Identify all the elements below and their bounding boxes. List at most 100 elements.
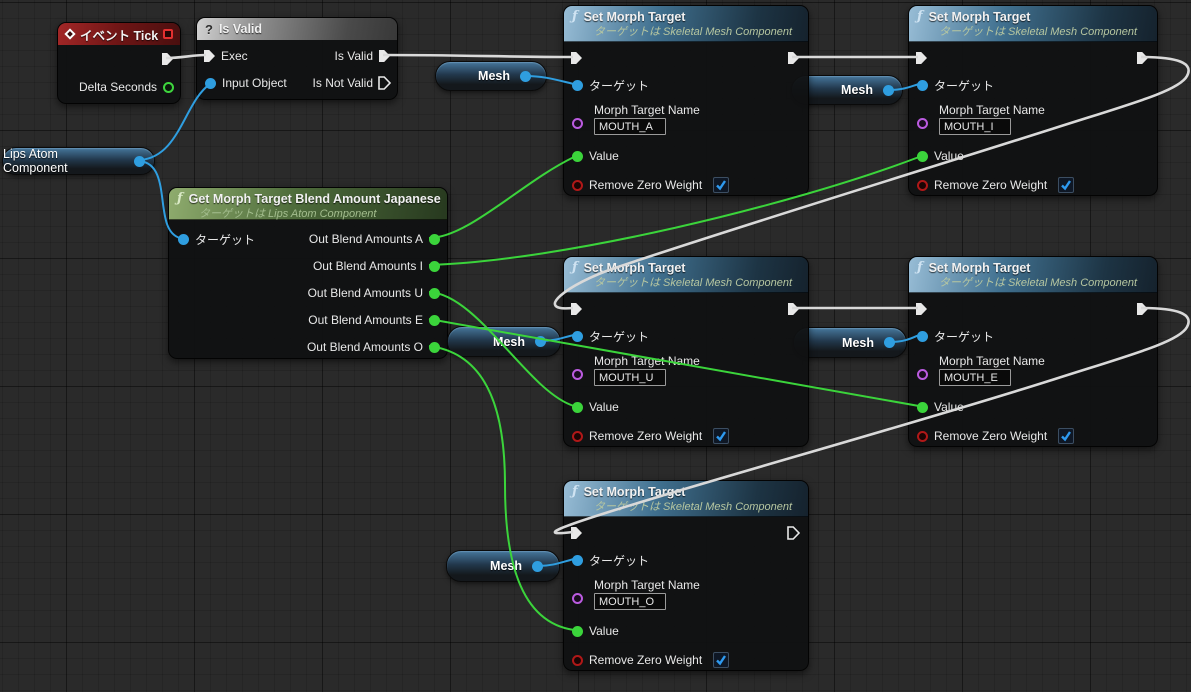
exec-output-pin[interactable] <box>161 52 174 66</box>
morph-target-name-field[interactable] <box>594 593 666 610</box>
value-input-pin[interactable] <box>572 401 583 413</box>
morph-target-name-pin[interactable] <box>917 369 928 380</box>
remove-zero-weight-pin[interactable] <box>572 654 583 666</box>
exec-output-pin[interactable] <box>1136 302 1149 316</box>
remove-zero-weight-pin[interactable] <box>572 179 583 191</box>
morph-target-name-field[interactable] <box>594 369 666 386</box>
is-not-valid-exec-output-pin[interactable] <box>378 76 391 90</box>
remove-zero-weight-checkbox[interactable] <box>713 177 730 193</box>
out-blend-a-pin[interactable] <box>429 233 440 245</box>
object-output-pin[interactable] <box>520 70 531 82</box>
remove-zero-weight-checkbox[interactable] <box>1058 177 1075 193</box>
value-input-pin[interactable] <box>572 150 583 162</box>
target-input-pin[interactable] <box>178 233 189 245</box>
function-icon: ƒ <box>572 484 578 499</box>
object-output-pin[interactable] <box>535 336 546 347</box>
node-event-tick[interactable]: イベント Tick Delta Seconds <box>57 22 181 104</box>
variable-node-lips-atom-component[interactable]: Lips Atom Component <box>2 147 155 175</box>
object-output-pin[interactable] <box>532 560 543 572</box>
exec-output-pin[interactable] <box>787 51 800 65</box>
exec-input-pin[interactable] <box>570 51 583 65</box>
exec-input-pin[interactable] <box>203 49 216 63</box>
remove-zero-weight-label: Remove Zero Weight <box>934 178 1048 192</box>
out-blend-e-pin[interactable] <box>429 314 440 326</box>
object-output-pin[interactable] <box>134 155 145 167</box>
function-icon: ƒ <box>572 9 578 24</box>
out-blend-o-pin[interactable] <box>429 341 440 353</box>
morph-target-name-field[interactable] <box>594 118 666 135</box>
object-output-pin[interactable] <box>884 337 895 348</box>
morph-target-name-pin[interactable] <box>917 118 928 129</box>
node-title: Set Morph Target <box>928 260 1031 275</box>
value-label: Value <box>589 624 619 638</box>
node-header[interactable]: ? Is Valid <box>197 18 397 40</box>
object-output-pin[interactable] <box>883 84 894 96</box>
value-input-pin[interactable] <box>917 150 928 162</box>
value-input-pin[interactable] <box>572 625 583 637</box>
variable-node-mesh-3[interactable]: Mesh <box>447 326 561 357</box>
exec-input-pin[interactable] <box>570 302 583 316</box>
node-subtitle: ターゲットは Skeletal Mesh Component <box>594 501 793 513</box>
target-input-pin[interactable] <box>572 79 583 91</box>
target-input-pin[interactable] <box>917 79 928 91</box>
exec-output-pin[interactable] <box>787 302 800 316</box>
morph-target-name-label: Morph Target Name <box>939 103 1045 117</box>
is-valid-out-label: Is Valid <box>334 49 373 63</box>
exec-output-pin[interactable] <box>1136 51 1149 65</box>
node-is-valid[interactable]: ? Is Valid Exec Is Valid Input Object Is… <box>196 17 398 100</box>
remove-zero-weight-checkbox[interactable] <box>1058 428 1075 444</box>
remove-zero-weight-pin[interactable] <box>572 430 583 442</box>
input-object-pin[interactable] <box>205 77 216 89</box>
node-header[interactable]: ƒ Get Morph Target Blend Amount Japanese… <box>169 188 447 220</box>
delta-seconds-pin[interactable] <box>163 81 174 93</box>
variable-node-mesh-1[interactable]: Mesh <box>435 61 547 91</box>
exec-input-pin[interactable] <box>570 526 583 540</box>
variable-label: Mesh <box>842 335 874 350</box>
target-input-pin[interactable] <box>572 330 583 342</box>
variable-node-mesh-5[interactable]: Mesh <box>446 550 560 582</box>
exec-input-pin[interactable] <box>915 302 928 316</box>
target-input-pin[interactable] <box>917 330 928 342</box>
remove-zero-weight-label: Remove Zero Weight <box>589 178 703 192</box>
node-title: イベント Tick <box>80 28 159 43</box>
out-blend-u-pin[interactable] <box>429 287 440 299</box>
remove-zero-weight-pin[interactable] <box>917 179 928 191</box>
value-label: Value <box>589 149 619 163</box>
morph-target-name-pin[interactable] <box>572 593 583 604</box>
exec-input-pin[interactable] <box>915 51 928 65</box>
target-label: ターゲット <box>934 78 995 93</box>
morph-target-name-field[interactable] <box>939 369 1011 386</box>
exec-output-pin[interactable] <box>787 526 800 540</box>
node-header[interactable]: イベント Tick <box>58 23 180 45</box>
morph-target-name-field[interactable] <box>939 118 1011 135</box>
remove-zero-weight-pin[interactable] <box>917 430 928 442</box>
node-get-morph-target-blend-amount[interactable]: ƒ Get Morph Target Blend Amount Japanese… <box>168 187 448 359</box>
node-subtitle: ターゲットは Skeletal Mesh Component <box>939 26 1138 38</box>
check-icon <box>716 180 727 191</box>
out-blend-i-pin[interactable] <box>429 260 440 272</box>
remove-zero-weight-checkbox[interactable] <box>713 428 730 444</box>
remove-zero-weight-checkbox[interactable] <box>713 652 730 668</box>
node-title: Set Morph Target <box>928 9 1031 24</box>
target-input-pin[interactable] <box>572 554 583 566</box>
morph-target-name-pin[interactable] <box>572 118 583 129</box>
input-object-label: Input Object <box>222 76 287 90</box>
wire-exec-isvalid-to-set-a <box>382 53 574 59</box>
variable-node-mesh-4[interactable]: Mesh <box>793 327 907 358</box>
morph-target-name-pin[interactable] <box>572 369 583 380</box>
is-valid-exec-output-pin[interactable] <box>378 49 391 63</box>
value-input-pin[interactable] <box>917 401 928 413</box>
target-label: ターゲット <box>195 232 256 247</box>
variable-label: Lips Atom Component <box>3 147 68 175</box>
